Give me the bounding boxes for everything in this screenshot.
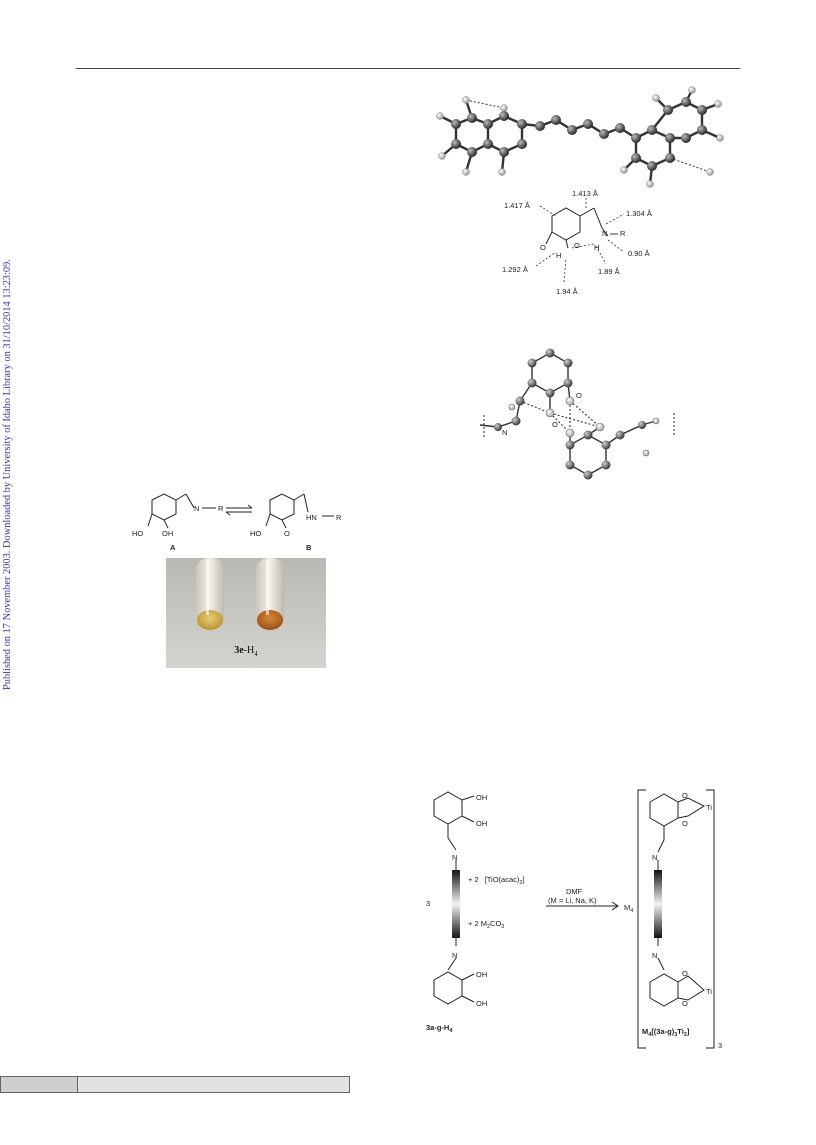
label-upper-right-bond: 1.304 Å — [626, 209, 652, 218]
label-oh-distance: 1.89 Å — [598, 267, 620, 276]
product-ti-bottom: Ti — [706, 987, 712, 996]
product-o-3: O — [682, 969, 688, 978]
b-ho-group: HO — [250, 529, 261, 538]
reactant-n-top: N — [452, 853, 457, 862]
atom-h1: H — [556, 251, 561, 260]
reactant-n-bottom: N — [452, 951, 457, 960]
top-rule — [76, 68, 740, 69]
product-label: M4[(3a-g)3Ti2] — [642, 1027, 690, 1038]
a-ho-group: HO — [132, 529, 143, 538]
atom-h2: H — [594, 243, 599, 252]
atom-r: R — [620, 229, 626, 238]
reactant-oh-3: OH — [476, 970, 487, 979]
footer-bar — [0, 1076, 350, 1093]
footer-bar-left — [1, 1077, 78, 1092]
conditions-label: (M = Li, Na, K) — [548, 896, 597, 905]
atom-o1: O — [540, 243, 546, 252]
crystal-structure-figure — [436, 86, 724, 188]
a-oh-group: OH — [162, 529, 173, 538]
reactant-oh-4: OH — [476, 999, 487, 1008]
atom-n: N — [602, 229, 607, 238]
tautomer-b-label: B — [306, 543, 312, 552]
product-counterion: M4 — [624, 903, 633, 914]
label-upper-left-bond: 1.417 Å — [504, 201, 530, 210]
label-co-bond: 1.292 Å — [502, 265, 528, 274]
dimer-atom-o-lower: O — [552, 420, 558, 429]
reactant-label: 3a-g-H4 — [426, 1023, 453, 1034]
b-o-atom: O — [284, 529, 290, 538]
tautomer-scheme: HO OH N R A HO O HN R B — [132, 493, 342, 552]
solvent-label: DMF — [566, 887, 583, 896]
product-o-1: O — [682, 791, 688, 800]
tautomer-a-label: A — [170, 543, 176, 552]
download-notice[interactable]: Published on 17 November 2003. Downloade… — [2, 259, 13, 690]
dimer-atom-n: N — [502, 428, 507, 437]
bond-length-figure: 1.413 Å 1.417 Å 1.304 Å 0.90 Å 1.292 Å 1… — [502, 189, 652, 296]
photo-caption: 3e-H4 — [234, 645, 258, 658]
b-r-group: R — [336, 513, 342, 522]
b-hn-group: HN — [306, 513, 317, 522]
reactant-oh-2: OH — [476, 819, 487, 828]
reactant-oh-1: OH — [476, 793, 487, 802]
reagent-2: + 2 M2CO3 — [468, 919, 504, 930]
product-n-bottom: N — [652, 951, 657, 960]
a-n-atom: N — [194, 504, 199, 513]
reagent-1: + 2[TiO(acac)2] — [468, 875, 525, 886]
dimer-atom-o: O — [576, 391, 582, 400]
vials-photo — [166, 558, 326, 668]
product-n-top: N — [652, 853, 657, 862]
bracket-subscript: 3 — [718, 1041, 722, 1050]
atom-o2: O — [574, 241, 580, 250]
product-o-2: O — [682, 819, 688, 828]
dimer-structure-figure: O N O — [479, 348, 675, 480]
coefficient: 3 — [426, 899, 430, 908]
reaction-scheme: OH OH N N OH OH 3 + 2[TiO(acac)2] + 2 M2… — [426, 789, 722, 1050]
label-hh-distance: 1.94 Å — [556, 287, 578, 296]
a-r-group: R — [218, 504, 224, 513]
product-ti-top: Ti — [706, 803, 712, 812]
label-top-bond: 1.413 Å — [572, 189, 598, 198]
label-nh-distance: 0.90 Å — [628, 249, 650, 258]
product-o-4: O — [682, 999, 688, 1008]
